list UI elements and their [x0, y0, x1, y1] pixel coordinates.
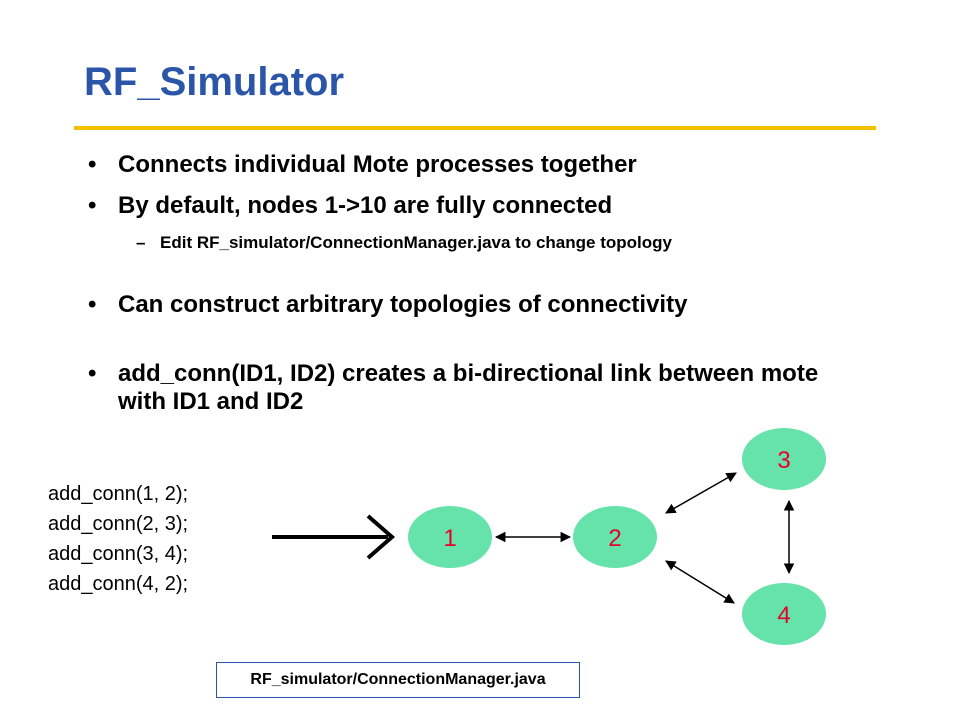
node-2-circle: [573, 506, 657, 568]
node-1: 1: [408, 506, 492, 568]
code-block: add_conn(1, 2); add_conn(2, 3); add_conn…: [48, 479, 188, 599]
link-2-3: [665, 472, 737, 514]
bullet-item: Can construct arbitrary topologies of co…: [88, 291, 738, 319]
code-line: add_conn(3, 4);: [48, 543, 189, 565]
node-3: 3: [742, 428, 826, 490]
node-2-label: 2: [608, 525, 621, 552]
link-4-2: [665, 560, 735, 604]
node-2: 2: [573, 506, 657, 568]
bullet-item: add_conn(ID1, ID2) creates a bi-directio…: [88, 360, 848, 416]
slide-title: RF_Simulator: [84, 60, 345, 104]
sub-bullet-item: Edit RF_simulator/ConnectionManager.java…: [136, 233, 800, 253]
title-underline: [74, 126, 876, 130]
code-line: add_conn(2, 3);: [48, 513, 189, 535]
code-line: add_conn(1, 2);: [48, 483, 189, 505]
bullet-item: Connects individual Mote processes toget…: [88, 151, 838, 179]
node-1-circle: [408, 506, 492, 568]
node-4: 4: [742, 583, 826, 645]
file-path-label: RF_simulator/ConnectionManager.java: [216, 662, 580, 698]
bullet-item: By default, nodes 1->10 are fully connec…: [88, 192, 838, 220]
node-1-label: 1: [443, 525, 456, 552]
node-4-circle: [742, 583, 826, 645]
code-line: add_conn(4, 2);: [48, 573, 189, 595]
node-4-label: 4: [777, 602, 790, 629]
pointer-arrow: [272, 514, 396, 560]
node-3-label: 3: [777, 447, 790, 474]
node-3-circle: [742, 428, 826, 490]
